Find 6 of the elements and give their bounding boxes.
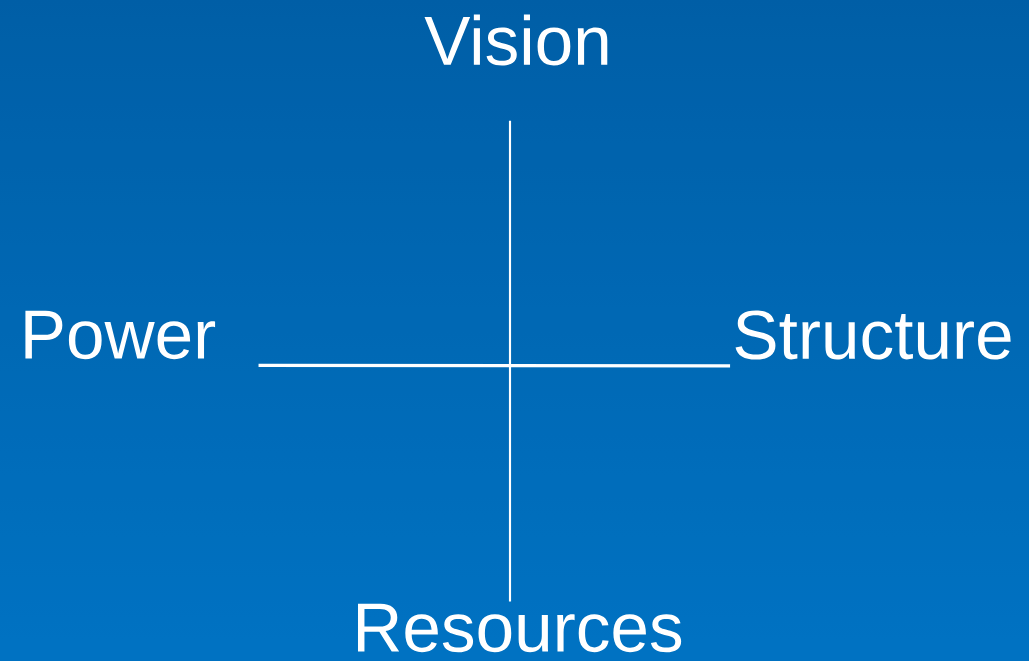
- label-text: Structure: [735, 310, 1011, 360]
- label-text: Power: [25, 310, 216, 360]
- line: [508, 120, 512, 602]
- label-text: Resources: [358, 603, 682, 653]
- label-text: Vision: [424, 14, 608, 66]
- line: [258, 363, 731, 368]
